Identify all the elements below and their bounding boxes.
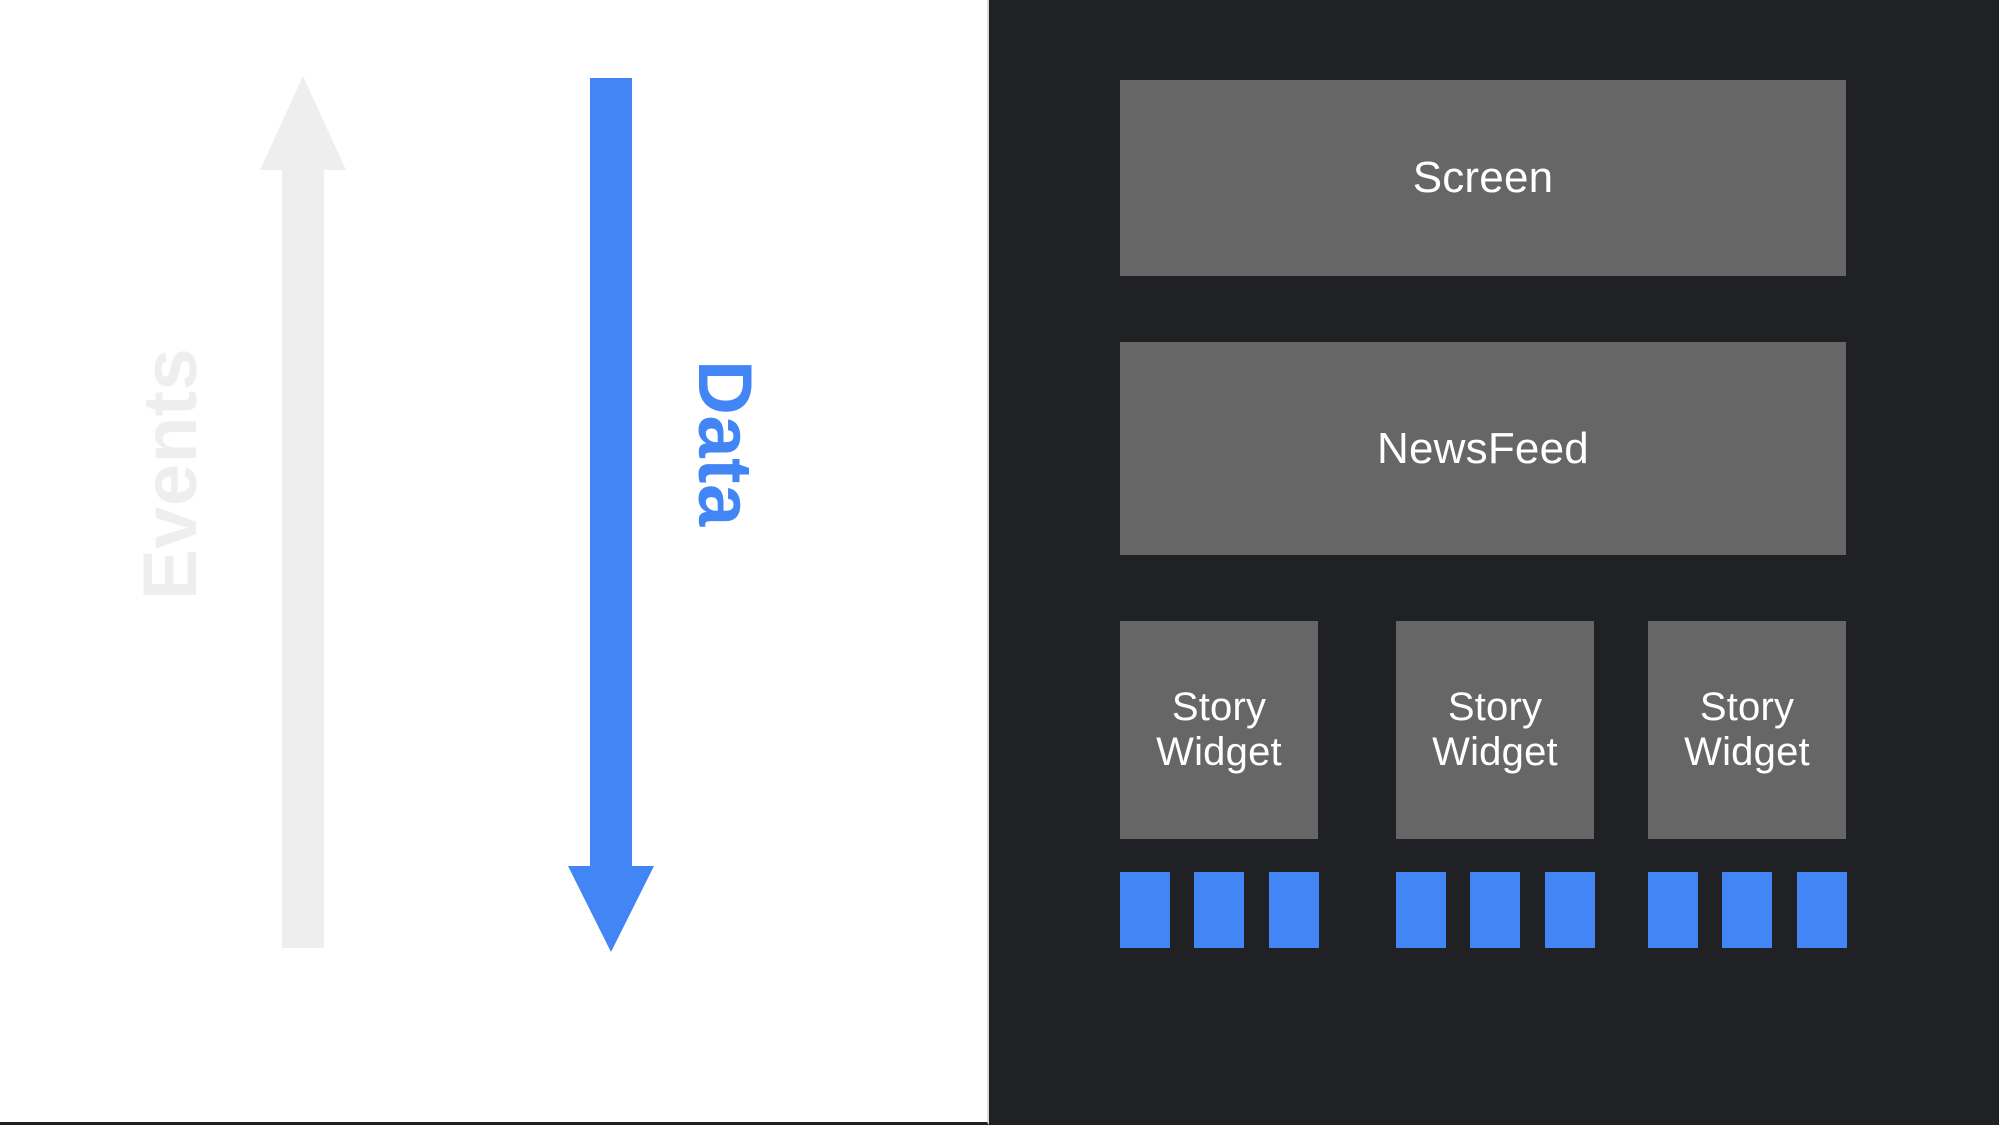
story-widget-label-line1: Story bbox=[1171, 685, 1267, 730]
story-widget-box-3[interactable]: Story Widget bbox=[1648, 621, 1846, 839]
newsfeed-box[interactable]: NewsFeed bbox=[1120, 342, 1846, 555]
screen-box[interactable]: Screen bbox=[1120, 80, 1846, 276]
component-tree-pane: Screen NewsFeed Story Widget Story Widge… bbox=[989, 0, 1999, 1125]
leaf-block-2-3[interactable] bbox=[1545, 872, 1595, 948]
story-widget-label-1: Story Widget bbox=[1156, 685, 1282, 775]
leaf-block-1-1[interactable] bbox=[1120, 872, 1170, 948]
leaf-block-2-2[interactable] bbox=[1470, 872, 1520, 948]
data-label: Data bbox=[682, 360, 767, 527]
story-widget-label-2: Story Widget bbox=[1432, 685, 1558, 775]
leaf-block-3-1[interactable] bbox=[1648, 872, 1698, 948]
story-widget-label-line2: Widget bbox=[1432, 730, 1558, 774]
story-widget-box-2[interactable]: Story Widget bbox=[1396, 621, 1594, 839]
story-widget-label-line1: Story bbox=[1699, 685, 1795, 730]
story-widget-label-line2: Widget bbox=[1156, 730, 1282, 774]
screen-box-label: Screen bbox=[1412, 153, 1554, 203]
leaf-block-3-3[interactable] bbox=[1797, 872, 1847, 948]
events-label: Events bbox=[128, 347, 213, 600]
newsfeed-box-label: NewsFeed bbox=[1377, 423, 1589, 473]
leaf-block-3-2[interactable] bbox=[1722, 872, 1772, 948]
story-widget-box-1[interactable]: Story Widget bbox=[1120, 621, 1318, 839]
story-widget-label-line1: Story bbox=[1447, 685, 1543, 730]
leaf-block-1-3[interactable] bbox=[1269, 872, 1319, 948]
data-arrow-icon bbox=[568, 78, 654, 952]
flow-legend-pane: Events Data bbox=[0, 0, 989, 1125]
story-widget-label-line2: Widget bbox=[1684, 730, 1810, 774]
story-widget-label-3: Story Widget bbox=[1684, 685, 1810, 775]
events-arrow-icon bbox=[260, 76, 346, 948]
leaf-block-2-1[interactable] bbox=[1396, 872, 1446, 948]
leaf-block-1-2[interactable] bbox=[1194, 872, 1244, 948]
